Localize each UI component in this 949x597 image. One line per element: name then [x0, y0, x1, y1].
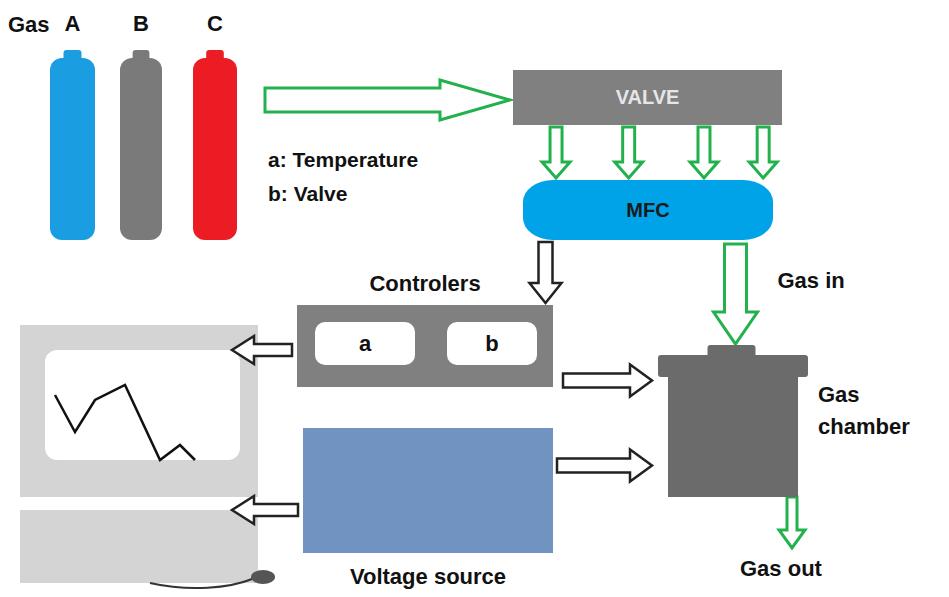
- flow-arrow: [530, 242, 562, 303]
- arrow-shape: [557, 450, 652, 482]
- gas-cylinder-label: C: [207, 8, 223, 40]
- gas-cylinder: A: [50, 50, 95, 240]
- arrow-shape: [542, 127, 570, 178]
- flow-arrow: [265, 80, 510, 120]
- controller-slot: b: [447, 322, 537, 365]
- arrow-shape: [265, 80, 510, 120]
- gas-cylinder-label: A: [65, 8, 81, 40]
- chamber-lid: [658, 355, 808, 377]
- gas-chamber-outline: [658, 345, 808, 497]
- text-holder: a: [315, 322, 415, 365]
- controller-slot-label: a: [359, 328, 371, 360]
- arrow-shape: [530, 242, 562, 303]
- text-holder: Voltage source: [283, 561, 573, 593]
- computer-base: [20, 510, 258, 583]
- controller-box-label: Controlers: [369, 268, 480, 300]
- signal-graph: [55, 385, 195, 460]
- edge-label: Gas in: [776, 268, 847, 294]
- annotation-label: Gas: [8, 12, 50, 38]
- annotation-label: Gas out: [740, 556, 822, 582]
- flow-arrow: [557, 450, 652, 482]
- mfc-shape: [523, 180, 773, 240]
- text-holder: MFC: [523, 180, 773, 240]
- gas-cylinder: B: [120, 50, 162, 240]
- annotation-label: b: Valve: [268, 182, 347, 206]
- cylinder-body: [50, 58, 95, 240]
- cylinder-body: [120, 58, 162, 240]
- gas-cylinder: C: [193, 50, 237, 240]
- text-holder: Gas chamber: [818, 379, 930, 443]
- text-holder: b: [447, 322, 537, 365]
- flow-arrow: [563, 364, 652, 396]
- gas-chamber: Gas chamber: [658, 345, 808, 497]
- text-holder: C: [153, 8, 277, 40]
- monitor-body: [20, 325, 258, 497]
- gas-cylinder-label: B: [133, 8, 149, 40]
- cylinder-body: [193, 58, 237, 240]
- mfc-unit-label: MFC: [626, 196, 669, 225]
- controller-slot-label: b: [485, 328, 498, 360]
- valve-box: VALVE: [513, 70, 782, 125]
- voltage-source-label: Voltage source: [350, 561, 506, 593]
- controller-slot: a: [315, 322, 415, 365]
- chamber-body: [668, 375, 798, 497]
- gas-cylinder-outline: [120, 50, 162, 240]
- gas-cylinder-outline: [193, 50, 237, 240]
- monitor-screen: [45, 350, 240, 460]
- gas-chamber-label: Gas chamber: [818, 379, 930, 443]
- mfc-unit: MFC: [523, 180, 773, 240]
- arrow-shape: [749, 127, 777, 178]
- text-holder: VALVE: [513, 70, 782, 125]
- valve-box-label: VALVE: [616, 83, 680, 112]
- gas-out-arrow: [779, 497, 805, 548]
- data-arrow: [232, 496, 298, 524]
- mouse-cable: [150, 579, 252, 588]
- arrow-shape: [714, 244, 758, 344]
- controller-box: abControlers: [297, 305, 553, 387]
- text-holder: B: [80, 8, 202, 40]
- text-holder: Controlers: [257, 268, 593, 300]
- data-arrow: [232, 336, 292, 364]
- arrow-shape: [615, 127, 643, 178]
- arrow-shape: [563, 364, 652, 396]
- flow-arrow: [714, 244, 758, 344]
- arrow-shape: [690, 127, 718, 178]
- flow-arrow: [542, 127, 777, 178]
- gas-cylinder-outline: [50, 50, 95, 240]
- mouse-symbol: [251, 570, 275, 584]
- annotation-label: a: Temperature: [268, 148, 418, 172]
- voltage-source-outline: [303, 428, 553, 553]
- voltage-source: Voltage source: [303, 428, 553, 553]
